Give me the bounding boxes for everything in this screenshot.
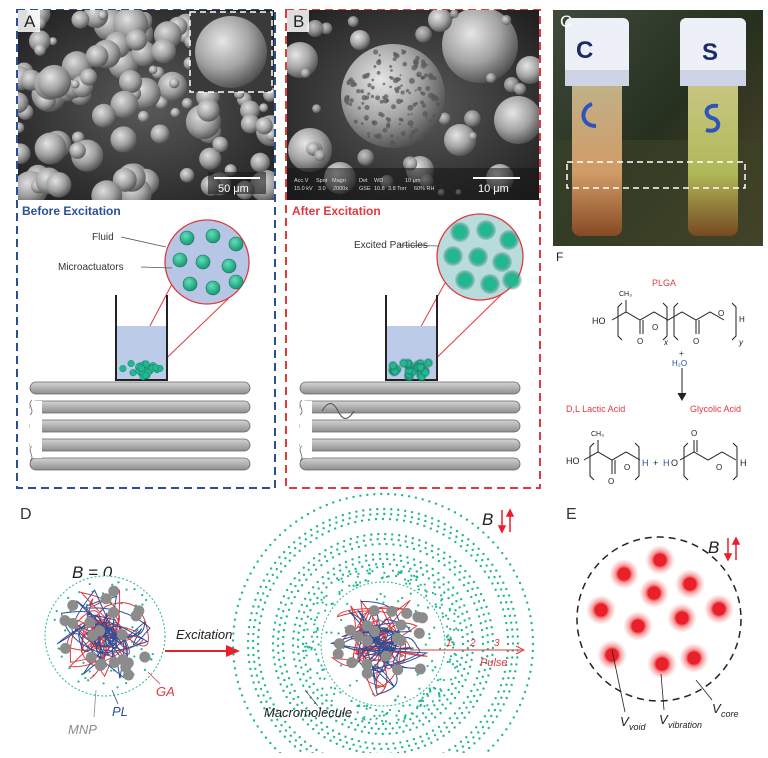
panel-e-particle — [577, 537, 741, 712]
panel-e-field-arrows — [725, 538, 739, 560]
panel-f-water: H₂O — [672, 359, 687, 368]
svg-text:Det: Det — [359, 178, 368, 184]
panel-d-pl: PL — [112, 704, 128, 719]
panel-f-glycolic: Glycolic Acid — [690, 404, 741, 414]
svg-text:3.0: 3.0 — [318, 186, 326, 192]
panel-d-field-arrows — [499, 510, 513, 532]
svg-text:WD: WD — [374, 178, 383, 184]
svg-text:15.0 kV: 15.0 kV — [294, 186, 313, 192]
panel-d-particle-rest — [45, 576, 165, 717]
panel-f-ch3-lactic: CH₃ — [591, 431, 604, 438]
panel-b-scale-bar: 10 μm — [478, 183, 509, 195]
panel-d-macromolecule: Macromolecule — [264, 705, 352, 720]
panel-a-sem-image — [8, 2, 287, 211]
panel-f-ho-left: HO — [592, 316, 606, 326]
panel-f-o-7: O — [671, 458, 678, 468]
panel-d-excitation: Excitation — [176, 627, 232, 642]
panel-a-label-fluid: Fluid — [92, 232, 114, 243]
panel-f-plga: PLGA — [652, 278, 676, 288]
panel-f-o-2: O — [637, 337, 643, 346]
panel-f-plus-1: + — [679, 349, 684, 358]
svg-text:3: 3 — [494, 638, 500, 649]
panel-a-schematic — [30, 220, 250, 470]
svg-text:2: 2 — [469, 638, 476, 649]
panel-f-h-blue: H — [642, 458, 649, 468]
panel-d-letter: D — [20, 506, 32, 523]
panel-e-letter: E — [566, 506, 577, 523]
svg-text:2000x: 2000x — [333, 186, 348, 192]
panel-d-mnp: MNP — [68, 722, 97, 737]
panel-c-cap-right-label: S — [702, 39, 718, 66]
panel-f-o-3: O — [693, 337, 699, 346]
panel-a-label-microactuators: Microactuators — [58, 262, 124, 273]
panel-c-letter: C — [560, 12, 572, 31]
panel-f-h-blue-2: H — [663, 458, 670, 468]
panel-f-o-4: O — [718, 309, 724, 318]
panel-f-ho-lactic: HO — [566, 456, 580, 466]
svg-text:GSE: GSE — [359, 186, 371, 192]
panel-b-caption: After Excitation — [292, 204, 381, 218]
panel-a-caption: Before Excitation — [22, 204, 121, 218]
panel-b-label-excited: Excited Particles — [354, 240, 428, 251]
panel-f-ch3-plga: CH₃ — [619, 291, 632, 298]
panel-c-cap-left-label: C — [576, 37, 593, 64]
panel-a-scale-bar: 50 μm — [218, 183, 249, 195]
panel-f-chemistry — [584, 300, 737, 480]
panel-f-o-9: O — [716, 463, 722, 472]
panel-e-v-void-sub: void — [629, 722, 647, 732]
panel-f-h-end: H — [739, 315, 745, 324]
svg-text:Acc.V: Acc.V — [294, 178, 309, 184]
panel-f-plus-2: + — [653, 458, 658, 468]
panel-f-o-8: O — [691, 429, 697, 438]
panel-e-b-label: B — [708, 538, 719, 557]
svg-text:1: 1 — [446, 638, 452, 649]
panel-f-letter: F — [556, 250, 563, 264]
panel-f-lactic: D,L Lactic Acid — [566, 404, 625, 414]
svg-text:10.8: 10.8 — [374, 186, 385, 192]
panel-f-o-6: O — [624, 463, 630, 472]
panel-f-h-end-2: H — [740, 458, 747, 468]
panel-f-y: y — [738, 338, 744, 347]
panel-b-sem-image — [282, 7, 544, 200]
panel-e-v-vibration-sub: vibration — [668, 720, 702, 730]
panel-d-ga: GA — [156, 684, 175, 699]
panel-b-schematic — [300, 214, 523, 470]
panel-f-o-5: O — [608, 477, 614, 486]
svg-text:Magn: Magn — [332, 178, 346, 184]
panel-d-b-label: B — [482, 510, 493, 529]
panel-f-o-1: O — [652, 323, 658, 332]
svg-text:10 μm: 10 μm — [405, 178, 421, 184]
panel-a-letter: A — [24, 12, 36, 31]
svg-text:Spot: Spot — [316, 178, 328, 184]
svg-text:3.8 Torr: 3.8 Torr — [388, 186, 407, 192]
panel-f-x: x — [663, 338, 669, 347]
panel-e-v-core-sub: core — [721, 709, 739, 719]
svg-text:60% RH: 60% RH — [414, 186, 435, 192]
panel-b-letter: B — [293, 12, 304, 31]
panel-d-pulse: Pulse — [480, 657, 508, 669]
